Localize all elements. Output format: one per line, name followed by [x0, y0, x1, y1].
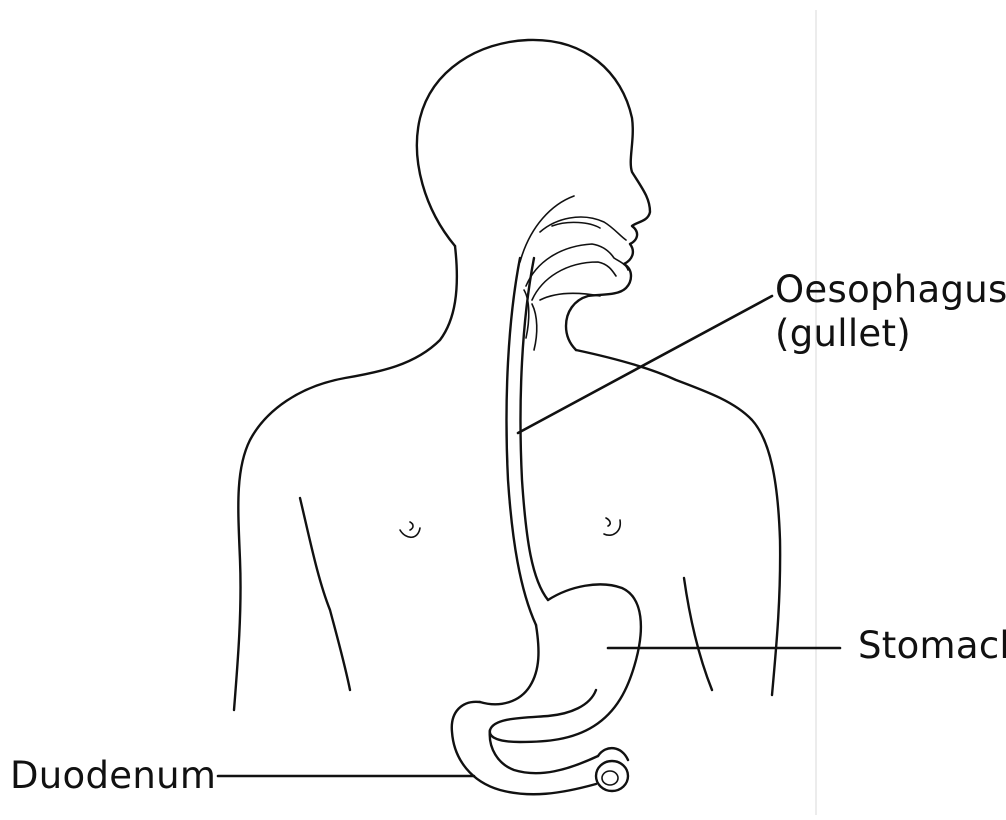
left-shoulder-outline	[234, 246, 457, 710]
stomach-outline	[480, 584, 641, 742]
duodenum-lumen	[602, 771, 618, 785]
oesophagus-label: Oesophagus	[775, 268, 1006, 312]
duodenum-cut-end	[596, 761, 628, 791]
duodenum-top-edge	[598, 748, 628, 760]
oesophagus-leader-line	[518, 296, 772, 433]
right-nipple	[604, 518, 620, 535]
head-outline	[417, 40, 650, 350]
duodenum-label: Duodenum	[10, 754, 216, 798]
stomach-label: Stomach	[858, 624, 1006, 668]
neck-front-line	[576, 350, 780, 695]
left-nipple	[400, 522, 420, 537]
left-arm-inner-line	[300, 498, 350, 690]
right-arm-inner-line	[684, 578, 712, 690]
gullet-label: (gullet)	[775, 312, 911, 356]
duodenum-outline	[452, 702, 598, 794]
oral-cavity	[526, 244, 628, 300]
